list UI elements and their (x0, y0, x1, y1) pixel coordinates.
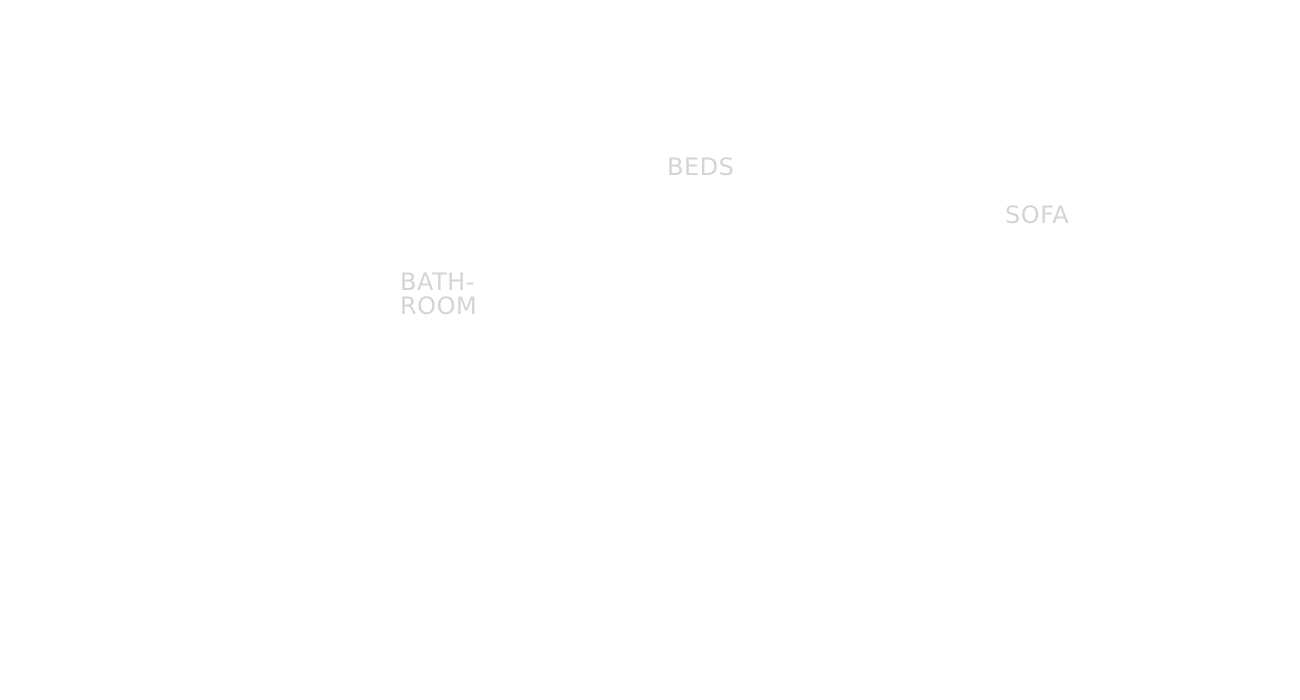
category-link-bathroom[interactable]: BATH- ROOM (400, 270, 477, 318)
category-label-beds: BEDS (667, 153, 735, 181)
category-label-bathroom-line1: BATH- (400, 268, 475, 296)
category-label-bathroom-line2: ROOM (400, 292, 478, 320)
category-label-sofa: SOFA (1005, 201, 1070, 229)
category-link-sofa[interactable]: SOFA (1005, 203, 1069, 227)
category-link-beds[interactable]: BEDS (667, 155, 734, 179)
